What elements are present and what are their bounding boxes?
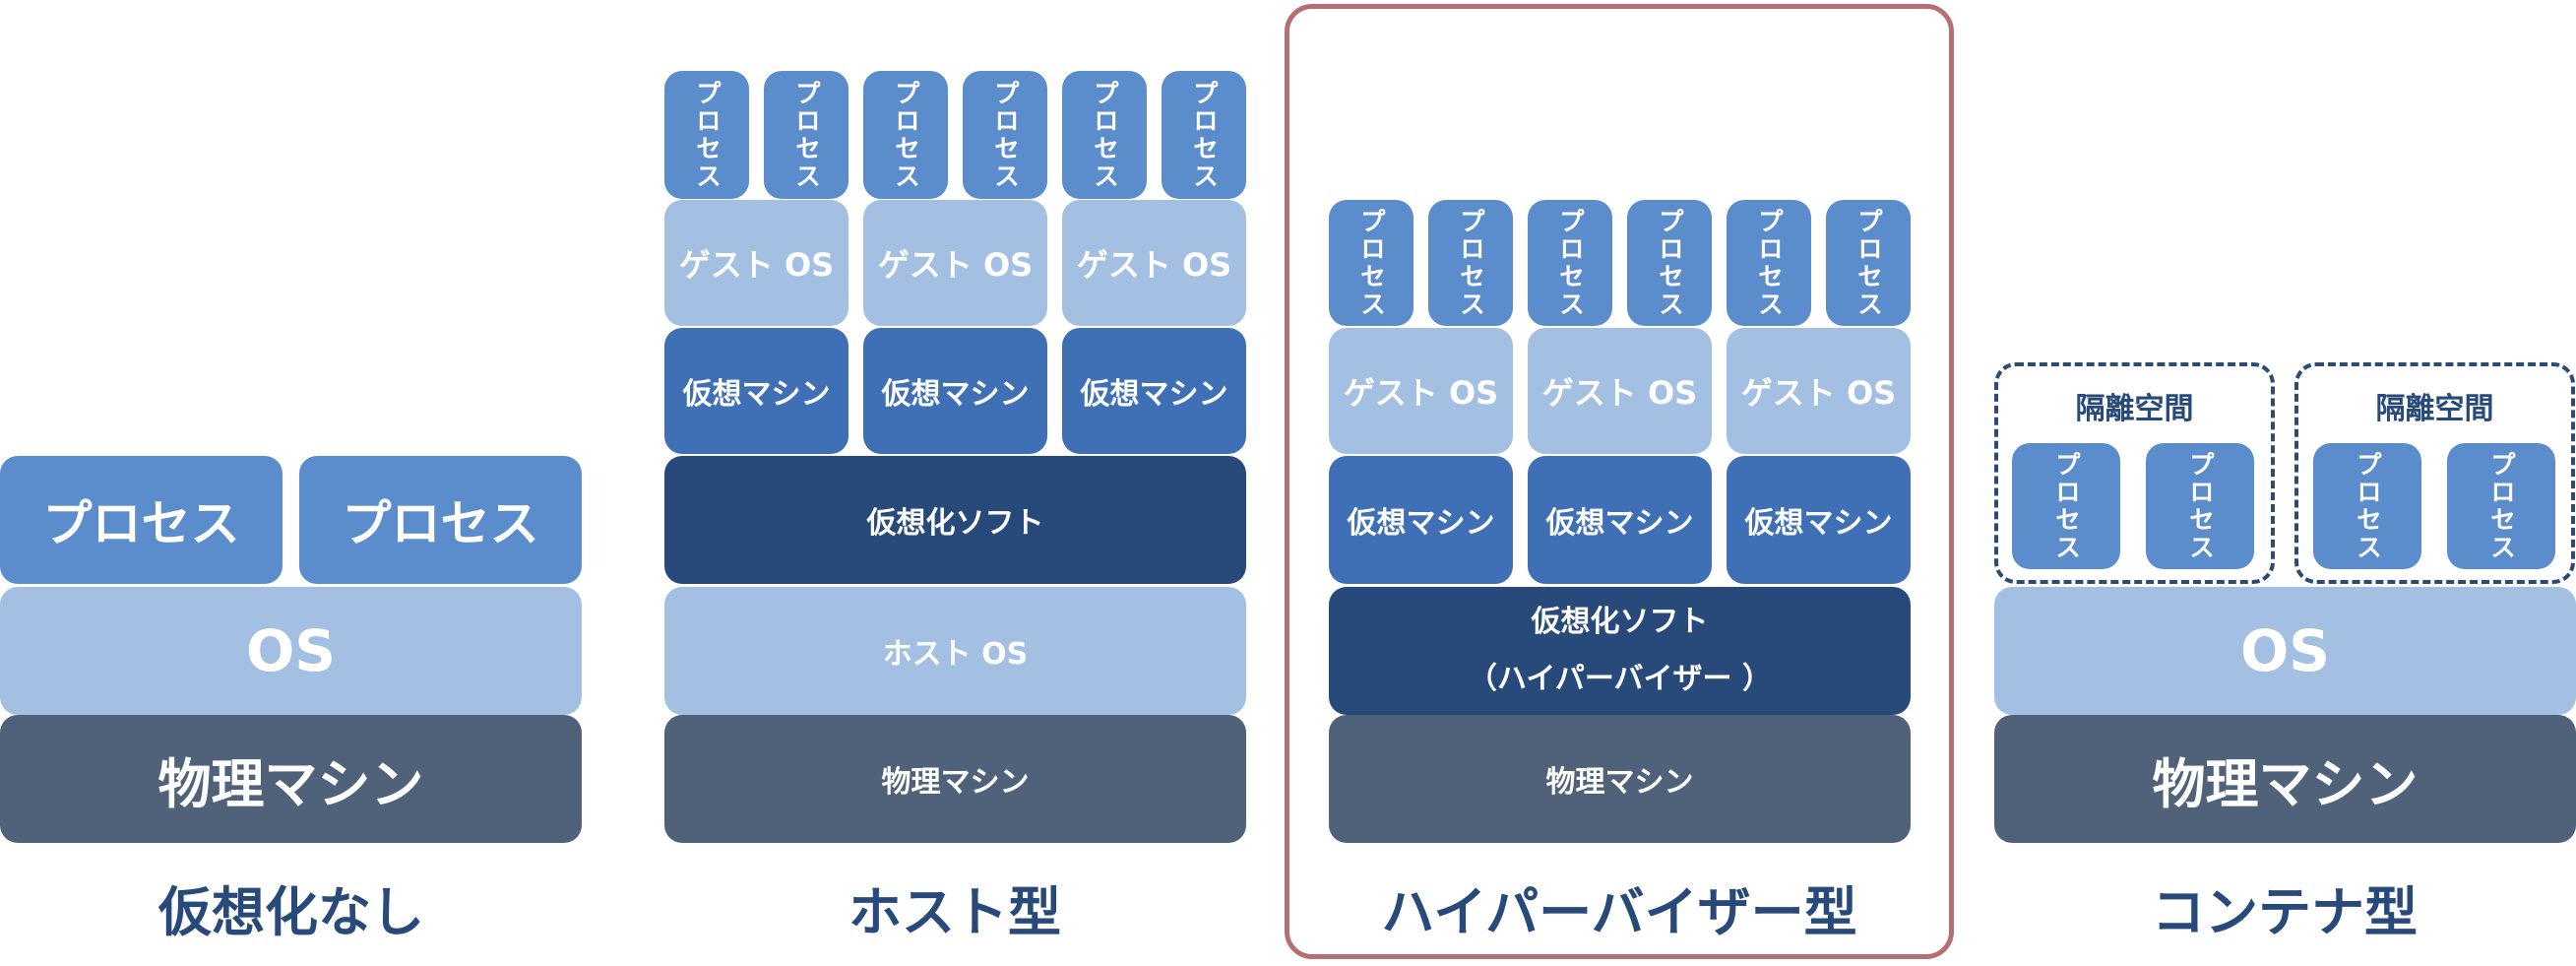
process-block: プロセス xyxy=(664,71,749,199)
caption-hypervisor-type: ハイパーバイザー型 xyxy=(1381,881,1857,943)
physical-machine-block: 物理マシン xyxy=(0,715,582,843)
caption-host-type: ホスト型 xyxy=(848,881,1061,943)
physical-machine-block: 物理マシン xyxy=(1994,715,2576,843)
process-block: プロセス xyxy=(2313,443,2421,569)
highlight-frame xyxy=(1285,4,1954,959)
process-block: プロセス xyxy=(2146,443,2254,569)
process-block: プロセス xyxy=(863,71,948,199)
hypervisor-block: 仮想化ソフト （ハイパーバイザー ） xyxy=(1329,587,1911,715)
physical-machine-block: 物理マシン xyxy=(1329,715,1911,843)
isolation-space-label: 隔離空間 xyxy=(2375,392,2494,426)
process-block: プロセス xyxy=(1428,200,1513,326)
process-block: プロセス xyxy=(2447,443,2555,569)
guest-os-block: ゲスト OS xyxy=(1062,200,1246,326)
virtual-machine-block: 仮想マシン xyxy=(863,328,1047,454)
virtualization-software-block: 仮想化ソフト xyxy=(664,456,1246,584)
isolation-space xyxy=(1994,362,2275,584)
os-block: OS xyxy=(0,587,582,715)
hypervisor-line-1: 仮想化ソフト xyxy=(1531,605,1709,639)
process-block: プロセス xyxy=(1062,71,1147,199)
physical-machine-block: 物理マシン xyxy=(664,715,1246,843)
os-block: OS xyxy=(1994,587,2576,715)
virtual-machine-block: 仮想マシン xyxy=(1727,456,1911,584)
virtual-machine-block: 仮想マシン xyxy=(1062,328,1246,454)
isolation-space xyxy=(2294,362,2575,584)
process-block: プロセス xyxy=(1162,71,1246,199)
caption-container-type: コンテナ型 xyxy=(2152,881,2418,943)
caption-no-virtualization: 仮想化なし xyxy=(158,881,424,943)
hypervisor-line-2: （ハイパーバイザー ） xyxy=(1468,662,1772,696)
isolation-space-label: 隔離空間 xyxy=(2075,392,2194,426)
process-block: プロセス xyxy=(299,456,582,584)
guest-os-block: ゲスト OS xyxy=(863,200,1047,326)
guest-os-block: ゲスト OS xyxy=(1528,328,1712,454)
process-block: プロセス xyxy=(1528,200,1612,326)
guest-os-block: ゲスト OS xyxy=(664,200,848,326)
process-block: プロセス xyxy=(1826,200,1911,326)
host-os-block: ホスト OS xyxy=(664,587,1246,715)
guest-os-block: ゲスト OS xyxy=(1727,328,1911,454)
process-block: プロセス xyxy=(963,71,1047,199)
process-block: プロセス xyxy=(2012,443,2120,569)
process-block: プロセス xyxy=(1329,200,1414,326)
process-block: プロセス xyxy=(1727,200,1811,326)
virtual-machine-block: 仮想マシン xyxy=(1329,456,1513,584)
process-block: プロセス xyxy=(0,456,283,584)
virtual-machine-block: 仮想マシン xyxy=(1528,456,1712,584)
virtual-machine-block: 仮想マシン xyxy=(664,328,848,454)
process-block: プロセス xyxy=(764,71,848,199)
guest-os-block: ゲスト OS xyxy=(1329,328,1513,454)
process-block: プロセス xyxy=(1627,200,1712,326)
